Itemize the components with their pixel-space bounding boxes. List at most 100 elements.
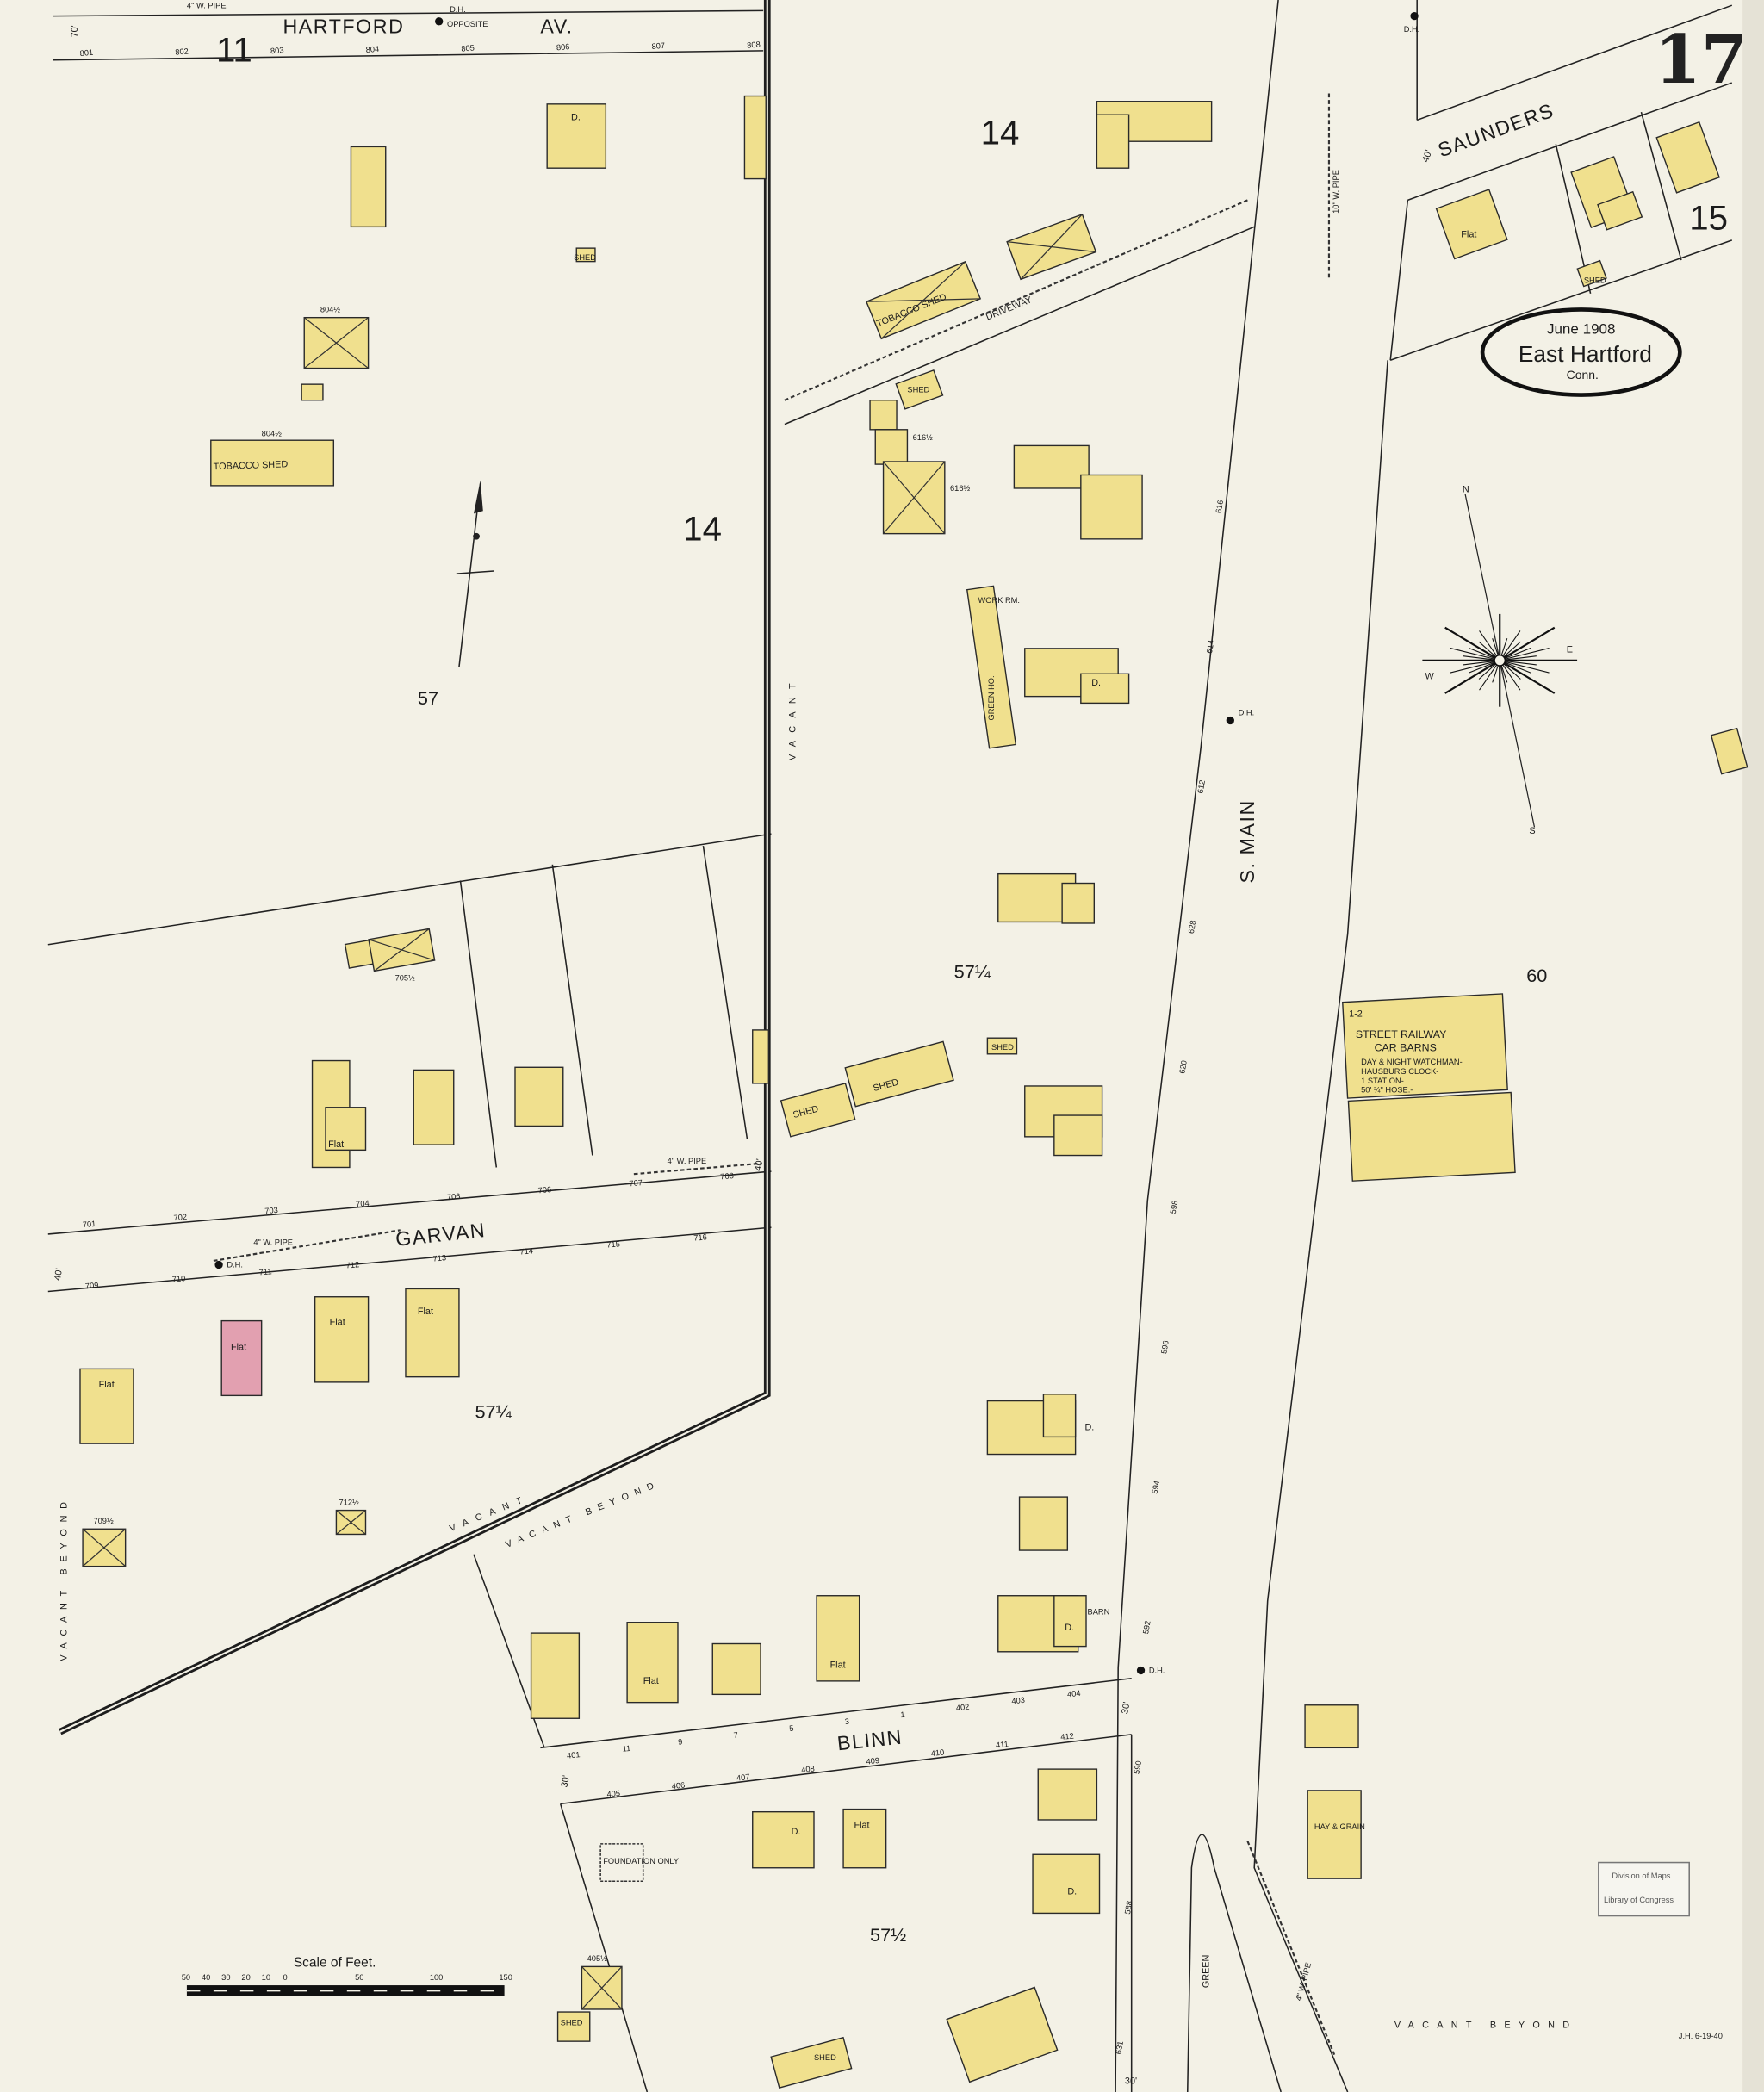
svg-text:D.H.: D.H. — [1149, 1667, 1165, 1675]
svg-text:Library of Congress: Library of Congress — [1604, 1896, 1674, 1904]
svg-text:Scale of Feet.: Scale of Feet. — [294, 1955, 376, 1970]
building — [1032, 1853, 1101, 1915]
svg-text:SHED: SHED — [1584, 276, 1606, 284]
address-number: 616 — [1214, 500, 1226, 514]
library-stamp: Division of Maps Library of Congress — [1598, 1861, 1690, 1917]
compass-ray — [1500, 648, 1550, 661]
width-garvan: 40' — [53, 1268, 65, 1282]
address-number: 411 — [996, 1740, 1009, 1749]
building — [1304, 1704, 1359, 1749]
address-number: 712½ — [339, 1498, 359, 1506]
compass-ray — [1444, 659, 1500, 694]
scale-tick: 50 — [355, 1973, 363, 1982]
address-number: 712 — [345, 1260, 359, 1269]
scale-tick: 0 — [283, 1973, 287, 1982]
width-south: 30' — [1125, 2076, 1137, 2087]
north-arrow — [456, 480, 494, 667]
address-number: 808 — [747, 40, 761, 49]
address-number: 804½ — [262, 430, 282, 438]
building — [82, 1528, 127, 1567]
building — [220, 1319, 263, 1397]
building — [874, 429, 909, 465]
building — [546, 103, 607, 169]
pipe-label: 10" W. PIPE — [1332, 170, 1340, 214]
building — [556, 2011, 591, 2042]
svg-text:Flat: Flat — [830, 1660, 846, 1670]
svg-text:50' ¾" HOSE.-: 50' ¾" HOSE.- — [1361, 1086, 1413, 1095]
svg-text:S: S — [1529, 826, 1535, 836]
address-number: 612 — [1196, 779, 1207, 794]
address-number: 707 — [629, 1178, 643, 1188]
building — [865, 260, 982, 340]
svg-text:HAUSBURG CLOCK-: HAUSBURG CLOCK- — [1361, 1067, 1438, 1076]
svg-text:SHED: SHED — [907, 385, 929, 394]
scale-tick: 10 — [262, 1973, 270, 1982]
address-number: 709½ — [93, 1517, 113, 1525]
address-number: 631 — [1114, 2040, 1125, 2055]
svg-text:Flat: Flat — [99, 1380, 115, 1390]
scale-tick: 20 — [241, 1973, 250, 1982]
svg-text:1 STATION-: 1 STATION- — [1361, 1077, 1404, 1085]
building — [1307, 1790, 1362, 1879]
svg-text:DAY & NIGHT WATCHMAN-: DAY & NIGHT WATCHMAN- — [1361, 1058, 1463, 1066]
building — [1080, 474, 1143, 540]
building — [1597, 190, 1643, 231]
street-lines — [47, 0, 1733, 2092]
address-number: 409 — [866, 1756, 879, 1766]
address-number: 405 — [606, 1789, 620, 1799]
building — [895, 369, 944, 410]
address-number: 404 — [1066, 1689, 1080, 1699]
building — [335, 1509, 367, 1536]
address-number: 716 — [693, 1232, 707, 1242]
svg-text:CAR BARNS: CAR BARNS — [1375, 1042, 1437, 1054]
svg-text:Flat: Flat — [330, 1317, 345, 1327]
street-label-hartford-suffix: AV. — [540, 16, 573, 38]
block-57-quarter-east: 57¼ — [954, 960, 991, 982]
compass-ray — [1444, 626, 1500, 661]
address-number: 11 — [622, 1744, 631, 1754]
address-number: 405½ — [587, 1954, 607, 1963]
svg-text:Flat: Flat — [231, 1343, 246, 1353]
address-number: 713 — [432, 1253, 446, 1263]
address-number: 706 — [537, 1185, 551, 1195]
street-label-hartford: HARTFORD — [283, 16, 404, 38]
svg-text:HAY & GRAIN: HAY & GRAIN — [1314, 1822, 1365, 1831]
address-number: 805 — [461, 43, 475, 53]
building — [1576, 259, 1607, 288]
building — [743, 95, 767, 180]
svg-text:Flat: Flat — [418, 1307, 433, 1317]
building — [303, 316, 370, 369]
svg-text:SHED: SHED — [814, 2053, 836, 2062]
address-number: 616½ — [950, 484, 970, 493]
address-number: 9 — [678, 1737, 683, 1746]
block-14-west: 14 — [683, 509, 722, 548]
building — [1710, 727, 1748, 775]
compass-ray — [1500, 660, 1537, 666]
address-number: 592 — [1141, 1620, 1152, 1635]
building — [1435, 189, 1508, 260]
address-number: 702 — [173, 1213, 187, 1222]
compass-ray — [1499, 626, 1556, 661]
address-number: 1 — [900, 1710, 905, 1719]
svg-text:D.: D. — [792, 1827, 801, 1837]
pipe-label: 4" W. PIPE — [187, 1, 227, 9]
address-number: 807 — [651, 41, 665, 51]
street-railway-car-barns: 1-2 STREET RAILWAY CAR BARNS DAY & NIGHT… — [1349, 1009, 1463, 1094]
address-number: 705½ — [395, 974, 415, 983]
building — [1006, 213, 1097, 281]
address-number: 802 — [175, 47, 189, 56]
svg-text:TOBACCO SHED: TOBACCO SHED — [214, 459, 289, 472]
address-number: 596 — [1159, 1340, 1171, 1355]
svg-text:FOUNDATION ONLY: FOUNDATION ONLY — [603, 1857, 679, 1865]
building — [844, 1040, 954, 1108]
building — [1347, 1091, 1516, 1182]
address-number: 594 — [1151, 1480, 1162, 1494]
svg-text:Flat: Flat — [1461, 230, 1476, 240]
svg-text:Conn.: Conn. — [1567, 368, 1599, 382]
svg-text:Flat: Flat — [854, 1820, 869, 1830]
svg-text:WORK RM.: WORK RM. — [978, 596, 1020, 605]
width-saunders: 40' — [1420, 149, 1434, 164]
building — [770, 2036, 853, 2089]
building — [514, 1066, 564, 1127]
building — [325, 1107, 367, 1152]
